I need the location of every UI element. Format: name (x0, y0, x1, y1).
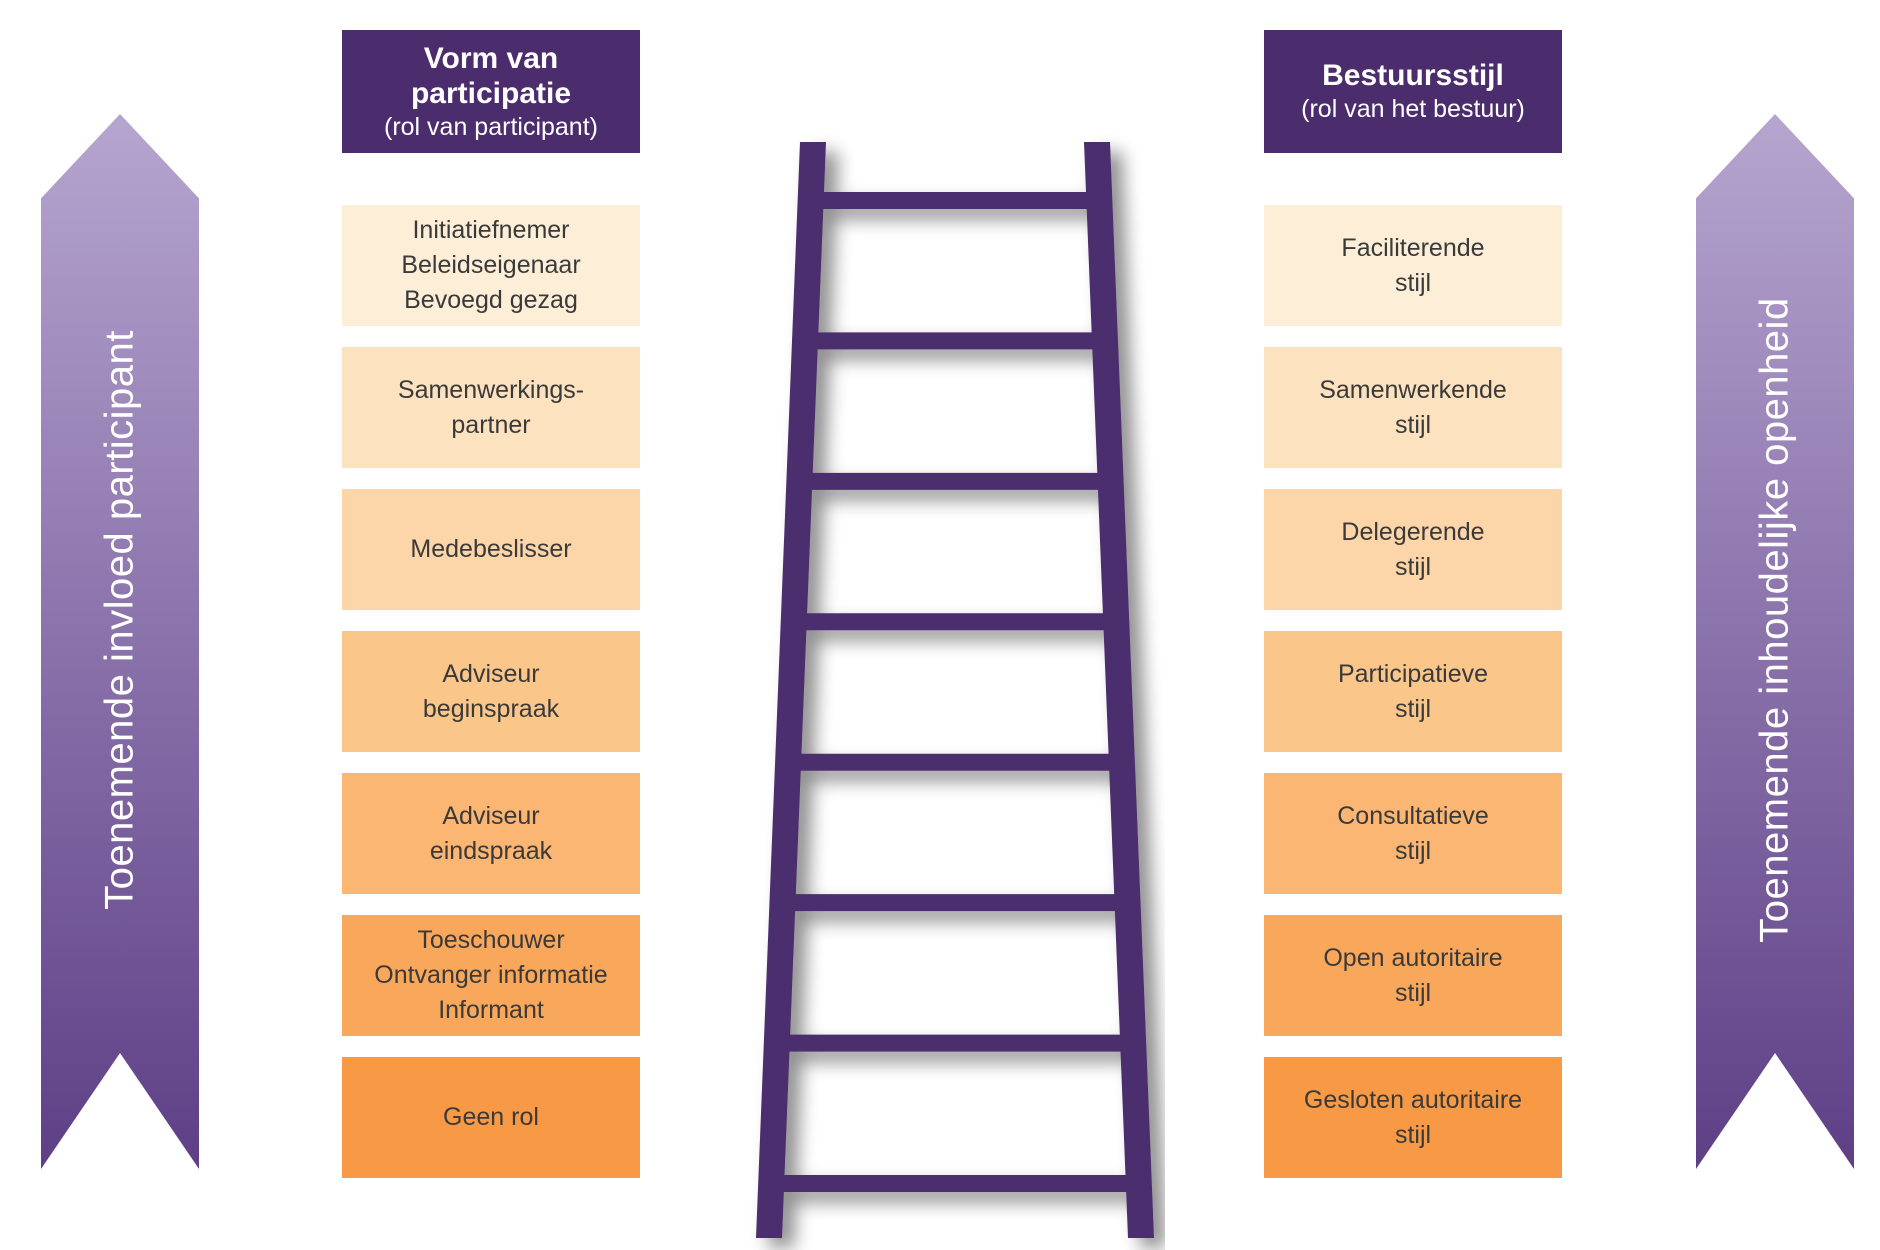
ladder-rung (787, 753, 1123, 771)
ladder-rung (793, 613, 1117, 631)
box-line: Samenwerkende (1319, 375, 1507, 404)
participation-column: Vorm van participatie (rol van participa… (342, 30, 640, 1199)
box-line: Open autoritaire (1323, 943, 1503, 972)
box-line: Gesloten autoritaire (1303, 1085, 1523, 1114)
participation-box: Samenwerkings- partner (342, 347, 640, 468)
participation-header-line-2: participatie (410, 76, 572, 110)
governance-box: Open autoritaire stijl (1264, 915, 1562, 1036)
box-line: stijl (1394, 1120, 1432, 1149)
right-arrow-label: Toenemende inhoudelijke openheid (1752, 297, 1797, 944)
box-line: Toeschouwer (417, 926, 565, 954)
ladder-rung (799, 472, 1111, 490)
ladder-rail-right (1084, 142, 1154, 1238)
governance-column: Bestuursstijl (rol van het bestuur) Faci… (1264, 30, 1562, 1199)
ladder-frame (756, 142, 1154, 1238)
participation-box: Medebeslisser (342, 489, 640, 610)
governance-header-subtitle: (rol van het bestuur) (1301, 95, 1525, 123)
ladder-rung (810, 192, 1100, 209)
box-line: stijl (1394, 694, 1432, 723)
box-line: beginspraak (422, 694, 560, 723)
participation-boxes: Initiatiefnemer Beleidseigenaar Bevoegd … (342, 205, 640, 1178)
governance-box: Gesloten autoritaire stijl (1264, 1057, 1562, 1178)
ladder-rung (776, 1034, 1134, 1052)
governance-header: Bestuursstijl (rol van het bestuur) (1264, 30, 1562, 153)
ladder (756, 142, 1154, 1238)
box-line: stijl (1394, 410, 1432, 439)
box-line: Adviseur (442, 659, 540, 688)
box-line: eindspraak (429, 836, 553, 865)
left-arrow-label: Toenemende invloed participant (97, 330, 142, 911)
ladder-rail-left (756, 142, 826, 1238)
governance-box: Faciliterende stijl (1264, 205, 1562, 326)
participation-header: Vorm van participatie (rol van participa… (342, 30, 640, 153)
left-arrow: Toenemende invloed participant (41, 114, 199, 1169)
participation-box: Initiatiefnemer Beleidseigenaar Bevoegd … (342, 205, 640, 326)
box-line: Ontvanger informatie (374, 961, 608, 989)
box-line: Initiatiefnemer (412, 216, 570, 244)
ladder-rung (804, 332, 1106, 350)
governance-header-line-1: Bestuursstijl (1322, 59, 1504, 92)
box-line: Participatieve (1337, 659, 1489, 688)
box-line: Informant (438, 996, 544, 1024)
governance-boxes: Faciliterende stijl Samenwerkende stijl … (1264, 205, 1562, 1178)
participation-box: Geen rol (342, 1057, 640, 1178)
participation-box: Adviseur beginspraak (342, 631, 640, 752)
box-line: stijl (1394, 978, 1432, 1007)
ladder-rung (782, 894, 1128, 912)
box-line: stijl (1394, 552, 1432, 581)
ladder-rung (770, 1175, 1140, 1192)
participation-header-subtitle: (rol van participant) (384, 112, 598, 141)
governance-box: Consultatieve stijl (1264, 773, 1562, 894)
box-line: stijl (1394, 268, 1432, 297)
box-line: Beleidseigenaar (401, 251, 581, 279)
governance-box: Delegerende stijl (1264, 489, 1562, 610)
box-line: Faciliterende (1341, 233, 1485, 262)
governance-box: Participatieve stijl (1264, 631, 1562, 752)
box-line: Medebeslisser (410, 535, 572, 563)
box-line: Geen rol (443, 1103, 539, 1131)
participation-header-line-1: Vorm van (423, 41, 559, 75)
box-line: Delegerende (1341, 517, 1485, 546)
participation-box: Toeschouwer Ontvanger informatie Informa… (342, 915, 640, 1036)
box-line: Bevoegd gezag (404, 286, 578, 314)
box-line: partner (451, 410, 531, 439)
box-line: Samenwerkings- (397, 375, 585, 404)
box-line: Consultatieve (1337, 801, 1489, 830)
box-line: Adviseur (442, 801, 540, 830)
governance-box: Samenwerkende stijl (1264, 347, 1562, 468)
participation-box: Adviseur eindspraak (342, 773, 640, 894)
box-line: stijl (1394, 836, 1432, 865)
right-arrow: Toenemende inhoudelijke openheid (1696, 114, 1854, 1169)
